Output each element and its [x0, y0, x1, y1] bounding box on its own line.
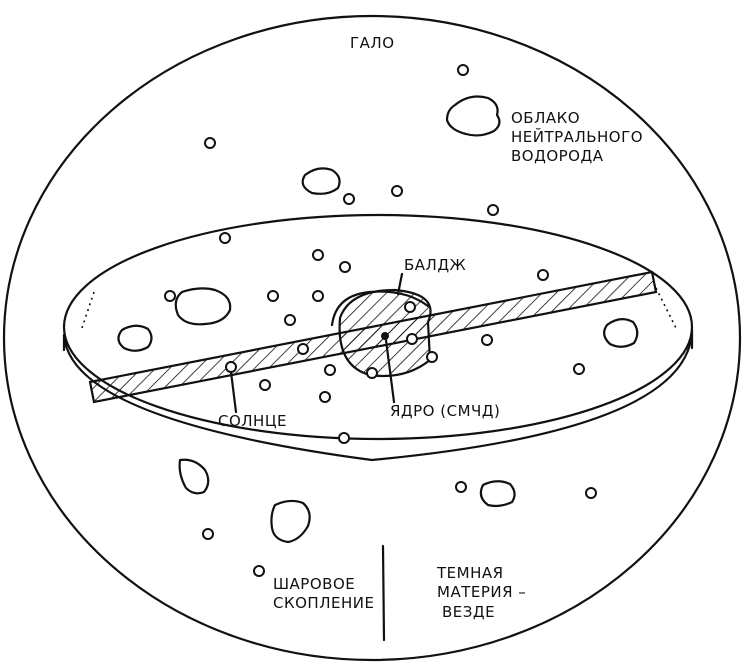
cluster-dot [325, 365, 335, 375]
hydrogen-cloud-1 [447, 97, 499, 136]
hydrogen-cloud-3 [176, 288, 230, 324]
cluster-dot [203, 529, 213, 539]
sun-label: СОЛНЦЕ [218, 412, 287, 430]
globular-label-2: СКОПЛЕНИЕ [273, 594, 374, 612]
cluster-dot [285, 315, 295, 325]
cluster-dot [320, 392, 330, 402]
dark-matter-label-1: ТЕМНАЯ [436, 564, 504, 582]
cluster-dot [205, 138, 215, 148]
cluster-dot [488, 205, 498, 215]
cluster-dot [298, 344, 308, 354]
dark-matter-label-2: МАТЕРИЯ – [437, 583, 526, 601]
cluster-dot [427, 352, 437, 362]
cloud-label-3: ВОДОРОДА [511, 147, 604, 165]
cluster-dot [482, 335, 492, 345]
cloud-label-1: ОБЛАКО [511, 109, 580, 127]
cluster-dot [339, 433, 349, 443]
cluster-dot [458, 65, 468, 75]
dark-matter-label-3: ВЕЗДЕ [442, 603, 495, 621]
cluster-dot [226, 362, 236, 372]
cluster-dot [344, 194, 354, 204]
hydrogen-cloud-7 [271, 501, 309, 542]
cluster-dot [407, 334, 417, 344]
cluster-dot [340, 262, 350, 272]
cluster-dot [254, 566, 264, 576]
cluster-dot [165, 291, 175, 301]
globular-label-1: ШАРОВОЕ [273, 575, 355, 593]
bulge-label: БАЛДЖ [404, 256, 466, 274]
cluster-dot [220, 233, 230, 243]
core-dot [381, 332, 389, 340]
axis-line [383, 546, 384, 640]
cluster-dot [456, 482, 466, 492]
halo-label: ГАЛО [350, 34, 395, 52]
hydrogen-cloud-4 [118, 326, 151, 351]
cluster-dot [313, 291, 323, 301]
core-label: ЯДРО (СМЧД) [390, 402, 500, 420]
hydrogen-cloud-5 [604, 319, 637, 347]
cluster-dot [313, 250, 323, 260]
cloud-label-2: НЕЙТРАЛЬНОГО [511, 127, 643, 146]
sun-leader [231, 372, 236, 412]
hydrogen-cloud-8 [481, 481, 515, 506]
cluster-dot [367, 368, 377, 378]
cluster-dot [586, 488, 596, 498]
cluster-dot [538, 270, 548, 280]
cluster-dot [392, 186, 402, 196]
cluster-dot [574, 364, 584, 374]
hydrogen-cloud-2 [303, 168, 340, 193]
cluster-dot [405, 302, 415, 312]
cluster-dot [260, 380, 270, 390]
cluster-dot [268, 291, 278, 301]
hydrogen-cloud-6 [180, 460, 209, 494]
